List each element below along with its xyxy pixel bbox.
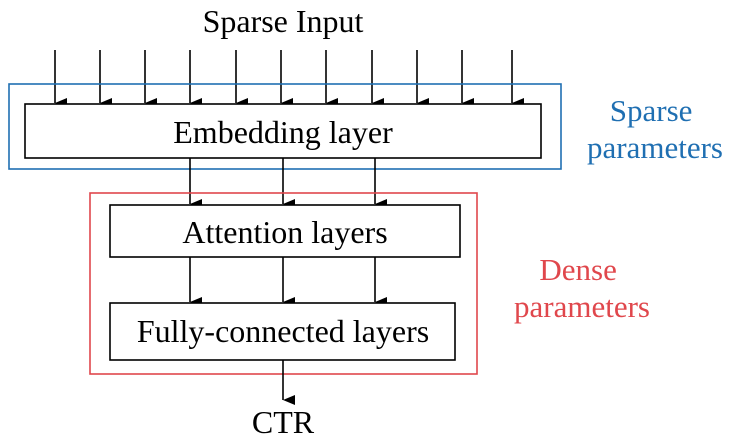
fully-connected-layers-label: Fully-connected layers bbox=[137, 313, 429, 349]
attention-to-fc-arrows bbox=[189, 257, 387, 307]
sparse-parameters-box bbox=[8, 83, 562, 170]
embedding-to-attention-arrows bbox=[189, 158, 387, 209]
sparse-label-line1: Sparse bbox=[610, 93, 693, 128]
embedding-layer-label: Embedding layer bbox=[173, 114, 393, 150]
dense-label-line2: parameters bbox=[514, 289, 650, 324]
attention-layers-box bbox=[109, 204, 461, 258]
fully-connected-layers-box bbox=[109, 302, 456, 361]
sparse-input-title: Sparse Input bbox=[203, 3, 364, 39]
sparse-parameters-label: Sparse parameters bbox=[587, 93, 723, 165]
sparse-label-line2: parameters bbox=[587, 130, 723, 165]
dense-label-line1: Dense bbox=[539, 252, 616, 287]
attention-layers-label: Attention layers bbox=[182, 214, 387, 250]
dense-parameters-label: Dense parameters bbox=[514, 252, 650, 324]
ctr-output-label: CTR bbox=[252, 404, 315, 440]
input-arrows bbox=[54, 50, 524, 108]
